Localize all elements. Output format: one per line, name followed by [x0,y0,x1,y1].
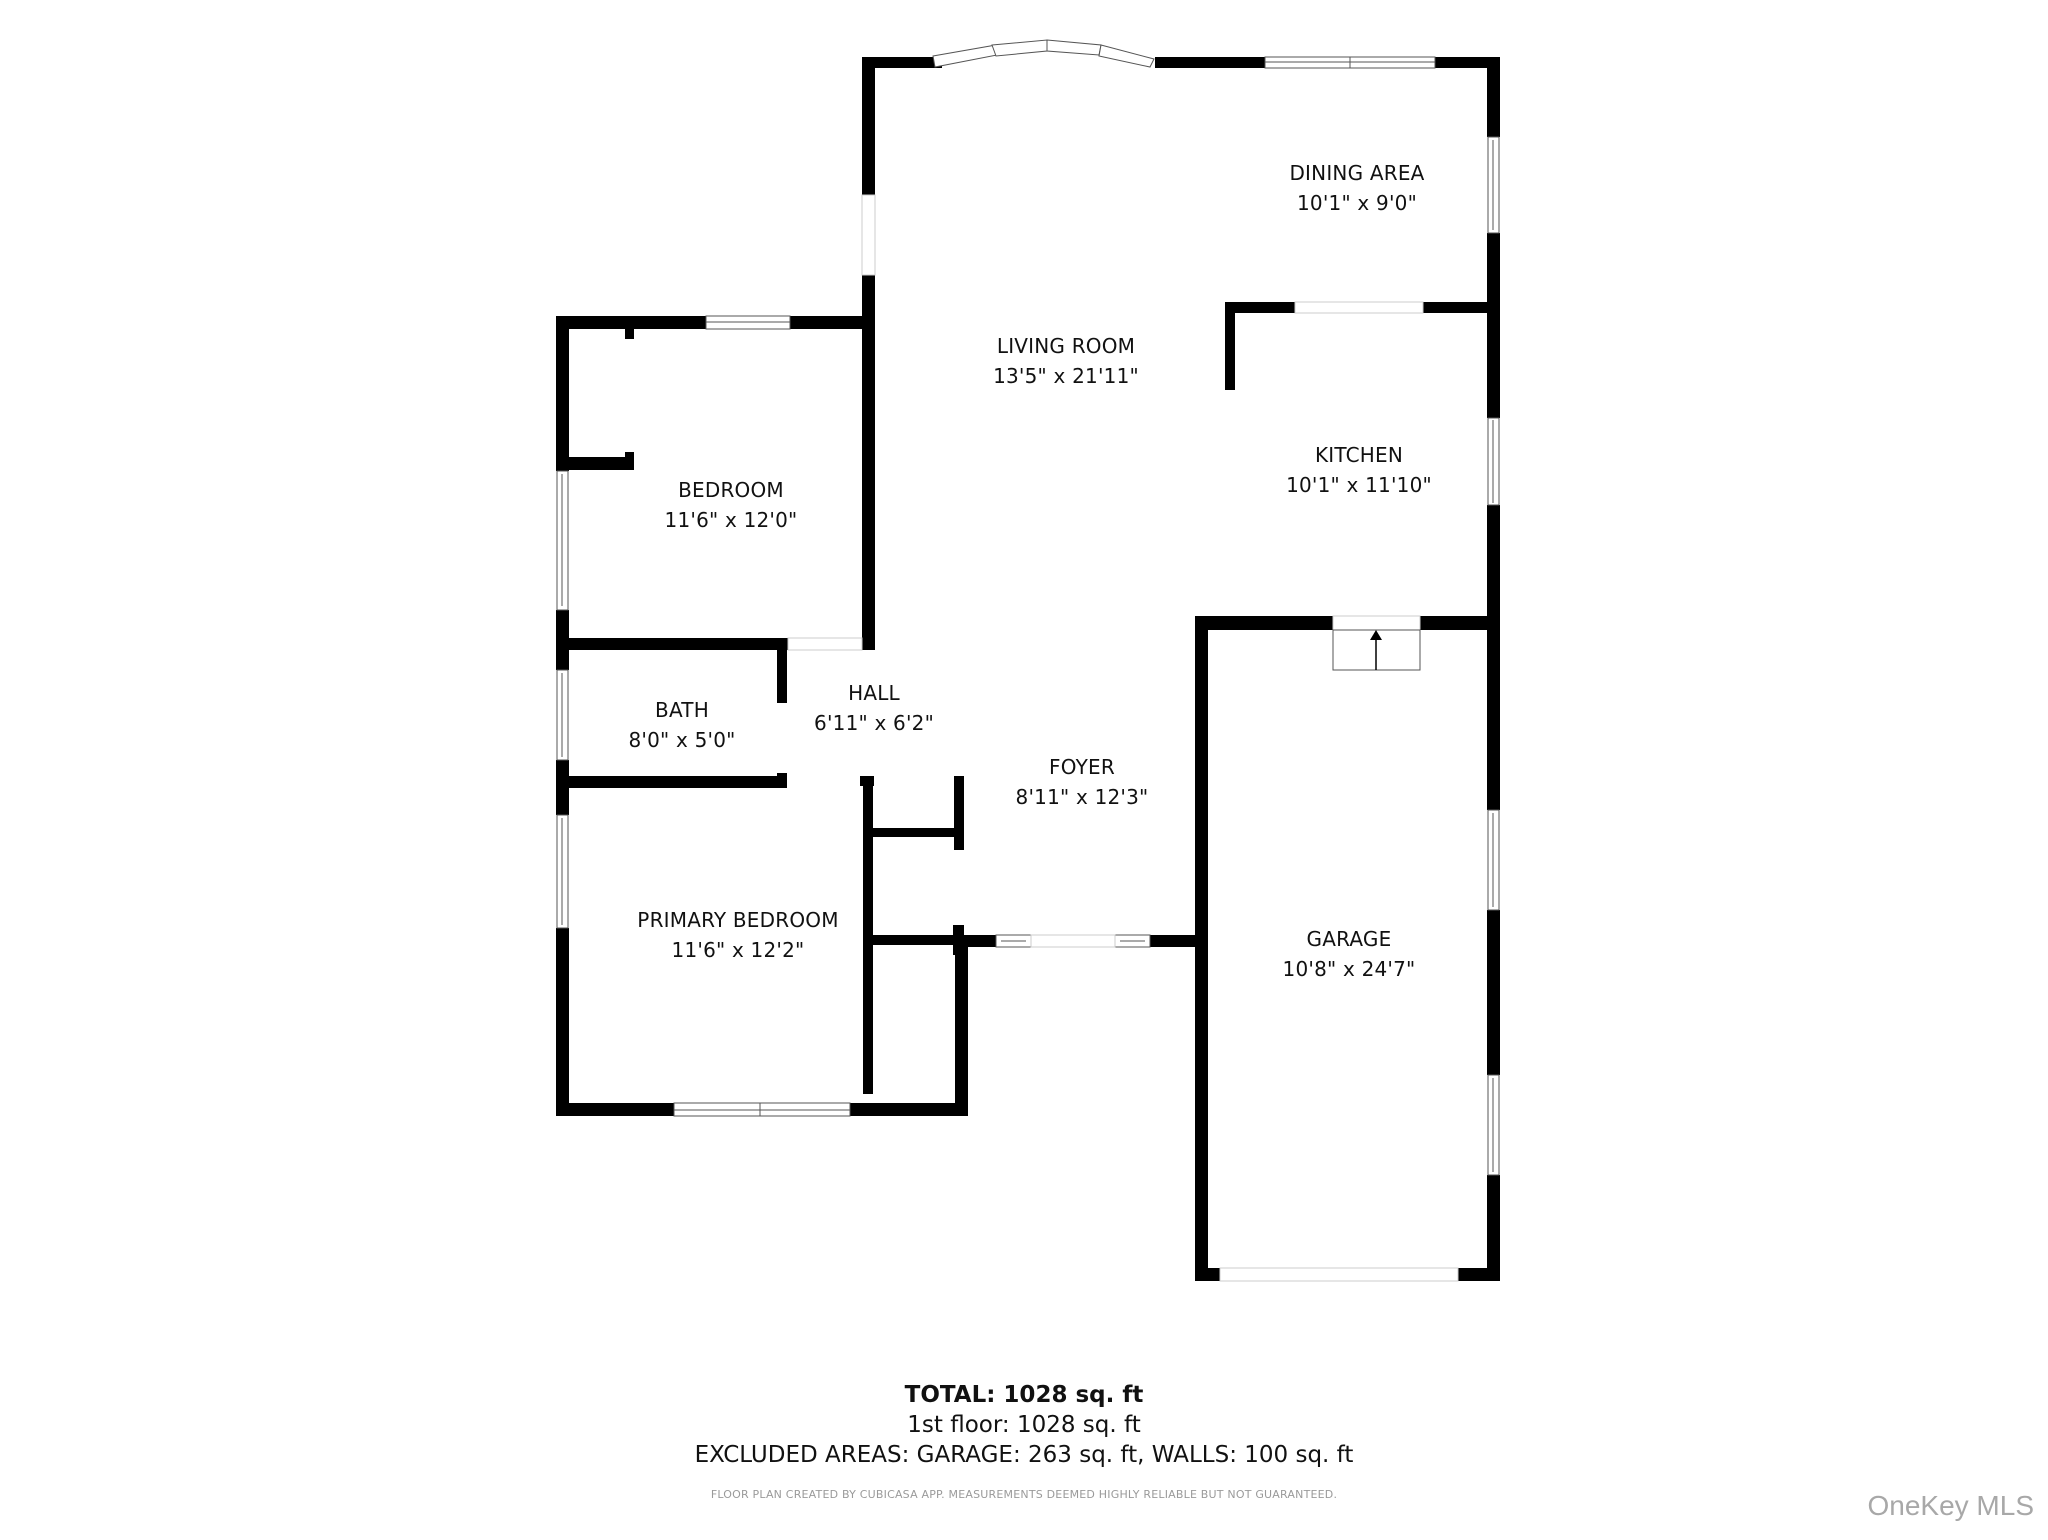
room-label-foyer: FOYER 8'11" x 12'3" [1016,752,1149,812]
disclaimer: FLOOR PLAN CREATED BY CUBICASA APP. MEAS… [710,1488,1338,1501]
walls [556,57,1500,1281]
room-dimensions: 8'0" x 5'0" [628,728,736,752]
excluded-areas: EXCLUDED AREAS: GARAGE: 263 sq. ft, WALL… [694,1442,1354,1468]
room-dimensions: 11'6" x 12'2" [671,938,805,962]
openings [787,194,1459,1282]
first-floor-area: 1st floor: 1028 sq. ft [907,1412,1141,1438]
room-dimensions: 10'8" x 24'7" [1282,957,1416,981]
room-name: GARAGE [1306,927,1392,951]
area-summary: TOTAL: 1028 sq. ft 1st floor: 1028 sq. f… [0,1380,2048,1501]
room-name: DINING AREA [1289,161,1425,185]
room-name: FOYER [1049,755,1115,779]
room-dimensions: 13'5" x 21'11" [993,364,1139,388]
room-label-garage: GARAGE 10'8" x 24'7" [1283,924,1416,984]
room-label-dining-area: DINING AREA 10'1" x 9'0" [1289,158,1424,218]
room-dimensions: 6'11" x 6'2" [814,711,934,735]
room-label-hall: HALL 6'11" x 6'2" [814,678,934,738]
stair-indicator [1332,629,1421,671]
room-label-bath: BATH 8'0" x 5'0" [628,695,735,755]
windows [556,39,1500,1176]
room-name: KITCHEN [1314,443,1404,467]
room-dimensions: 10'1" x 11'10" [1286,473,1432,497]
room-label-living-room: LIVING ROOM 13'5" x 21'11" [993,331,1139,391]
room-dimensions: 8'11" x 12'3" [1015,785,1149,809]
room-label-bedroom: BEDROOM 11'6" x 12'0" [665,475,798,535]
total-area: TOTAL: 1028 sq. ft [904,1382,1144,1408]
watermark: OneKey MLS [1867,1490,2034,1521]
room-name: LIVING ROOM [996,334,1136,358]
room-dimensions: 10'1" x 9'0" [1297,191,1417,215]
room-name: BATH [655,698,709,722]
room-label-primary-bedroom: PRIMARY BEDROOM 11'6" x 12'2" [637,905,838,965]
room-label-kitchen: KITCHEN 10'1" x 11'10" [1286,440,1432,500]
room-name: HALL [848,681,900,705]
room-name: PRIMARY BEDROOM [637,908,839,932]
room-dimensions: 11'6" x 12'0" [664,508,798,532]
room-name: BEDROOM [678,478,784,502]
